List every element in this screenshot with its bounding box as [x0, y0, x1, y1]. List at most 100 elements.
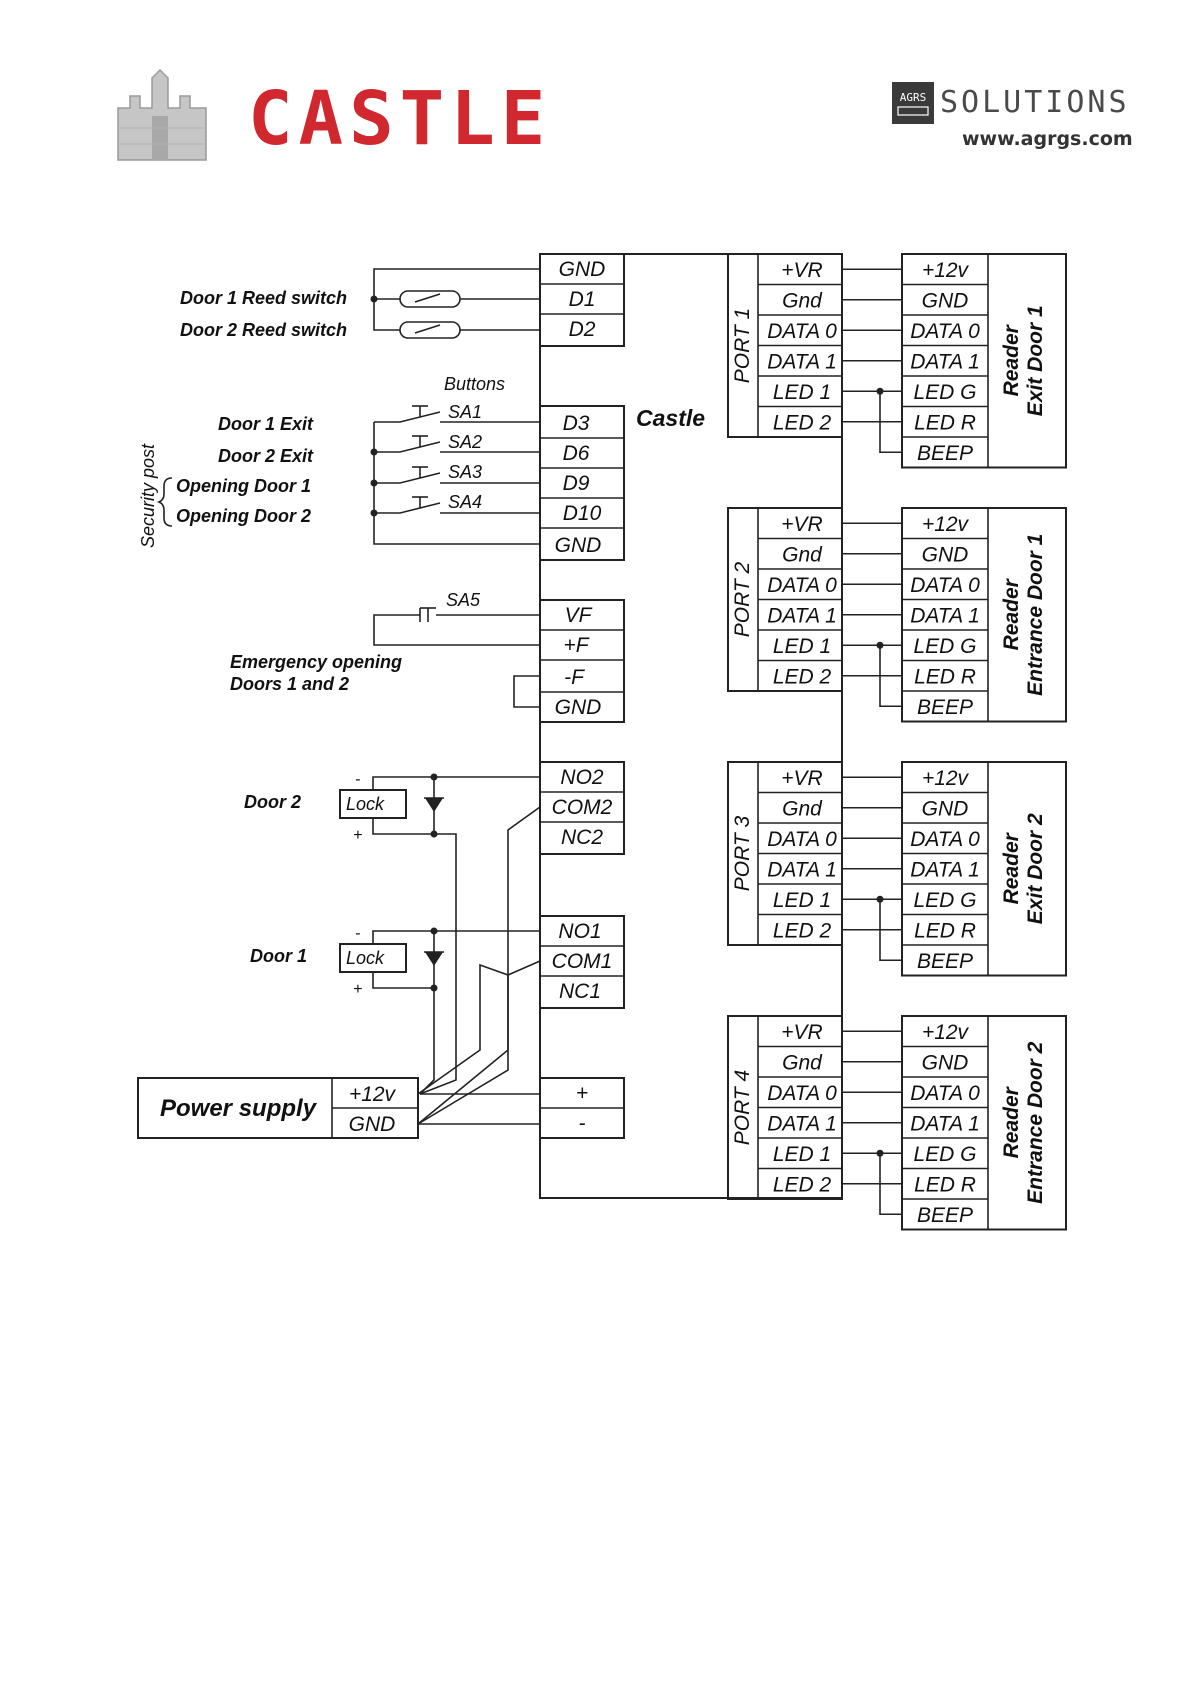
reader-1-block [901, 253, 1067, 469]
pin-gnd-low: GND [555, 696, 602, 719]
pin-gnd-top: GND [559, 258, 606, 281]
pin-vf: VF [565, 604, 593, 627]
reader-3-pin-0: +12v [922, 767, 970, 790]
lock-door2-minus: - [355, 771, 360, 788]
pin-com2: COM2 [552, 796, 613, 819]
diode-door1-icon [424, 931, 444, 988]
pin-no1: NO1 [558, 920, 601, 943]
port-3-pin-4: LED 1 [773, 889, 831, 912]
port-2-pin-0: +VR [781, 513, 822, 536]
port-2-name: PORT 2 [731, 561, 754, 637]
port-3-beep-wire [879, 899, 902, 962]
port-2-pin-3: DATA 1 [767, 605, 837, 628]
brand-title: CASTLE [248, 76, 552, 162]
reed-switches: Door 1 Reed switch Door 2 Reed switch [180, 268, 540, 340]
pin-gnd-mid: GND [555, 534, 602, 557]
reader-4-title: Reader [1000, 1085, 1023, 1158]
reader-1-pin-6: BEEP [917, 442, 973, 465]
buttons-label: Buttons [444, 374, 505, 394]
power-pin-gnd: GND [349, 1113, 396, 1136]
btn-door1-exit-label: Door 1 Exit [218, 414, 314, 434]
reader-2-pin-5: LED R [914, 666, 976, 689]
lock-door1-plus: + [353, 981, 362, 998]
lock-door2: Door 2 Lock - + [244, 771, 540, 844]
reader-3-pin-4: LED G [913, 889, 976, 912]
port-4-name: PORT 4 [731, 1070, 754, 1145]
port-3-pin-1: Gnd [782, 798, 823, 821]
sa1-switch-icon [374, 405, 540, 423]
reader-1-pin-5: LED R [914, 412, 976, 435]
power-supply: Power supply +12v GND [137, 1077, 419, 1139]
port-4-pin-5: LED 2 [773, 1174, 832, 1197]
pin-nc1: NC1 [559, 980, 601, 1003]
reader-4-pin-0: +12v [922, 1021, 970, 1044]
reader-3-door: Exit Door 2 [1024, 813, 1047, 924]
door1-reed-label: Door 1 Reed switch [180, 288, 347, 308]
reader-4-door: Entrance Door 2 [1024, 1041, 1047, 1204]
door2-reed-label: Door 2 Reed switch [180, 320, 347, 340]
lock-door2-door-label: Door 2 [244, 792, 301, 812]
btn-door2-exit-label: Door 2 Exit [218, 446, 314, 466]
sa5-label: SA5 [446, 590, 481, 610]
lock-door1-minus: - [355, 925, 360, 942]
port-1-block [727, 253, 843, 438]
lock-door2-label: Lock [346, 794, 385, 814]
pin-nc2: NC2 [561, 826, 603, 849]
reader-3-title: Reader [1000, 831, 1023, 904]
reader-4-pin-6: BEEP [917, 1204, 973, 1227]
reader-2-block [901, 507, 1067, 723]
port-1-pin-5: LED 2 [773, 412, 832, 435]
emergency-label-line1: Emergency opening [230, 652, 402, 672]
reader-1-pin-2: DATA 0 [910, 320, 980, 343]
lock-door1: Door 1 Lock - + [250, 925, 540, 998]
port-1-pin-0: +VR [781, 259, 822, 282]
sa4-switch-icon [374, 496, 540, 514]
port-2-pin-1: Gnd [782, 544, 823, 567]
power-pin-12v: +12v [349, 1083, 397, 1106]
port-4-pin-0: +VR [781, 1021, 822, 1044]
pin-com1: COM1 [552, 950, 613, 973]
reader-2-pin-3: DATA 1 [910, 605, 980, 628]
port-1-pin-4: LED 1 [773, 381, 831, 404]
reader-1-pin-4: LED G [913, 381, 976, 404]
pin-minus: - [579, 1112, 586, 1135]
port-4-pin-3: DATA 1 [767, 1113, 837, 1136]
port-3-block [727, 761, 843, 946]
port-1-beep-wire [879, 391, 902, 454]
port-4-block [727, 1015, 843, 1200]
pin-plus-f: +F [563, 634, 589, 657]
port-1-name: PORT 1 [731, 308, 754, 383]
website-link[interactable]: www.agrgs.com [962, 128, 1133, 150]
port-2-pin-5: LED 2 [773, 666, 832, 689]
btn-opening1-label: Opening Door 1 [176, 476, 311, 496]
pin-d9: D9 [563, 472, 590, 495]
reader-4-pin-1: GND [922, 1052, 969, 1075]
reader-3-block [901, 761, 1067, 977]
partner-badge-text: AGRS [900, 91, 927, 104]
port-3-pin-0: +VR [781, 767, 822, 790]
pin-d3: D3 [563, 412, 590, 435]
port-4-pin-1: Gnd [782, 1052, 823, 1075]
reader-3-pin-5: LED R [914, 920, 976, 943]
port-2-block [727, 507, 843, 692]
reader-1-pin-3: DATA 1 [910, 351, 980, 374]
castle-controller: Castle GND D1 D2 D3 D [539, 253, 843, 1199]
pin-d6: D6 [563, 442, 590, 465]
port-1-pin-2: DATA 0 [767, 320, 837, 343]
sa2-label: SA2 [448, 432, 482, 452]
agrs-badge-icon: AGRS [892, 82, 934, 124]
port-4-beep-wire [879, 1153, 902, 1216]
reader-2-door: Entrance Door 1 [1024, 534, 1047, 696]
sa3-label: SA3 [448, 462, 482, 482]
pin-plus: + [576, 1082, 588, 1105]
reader-2-title: Reader [1000, 577, 1023, 650]
port-3-pin-5: LED 2 [773, 920, 832, 943]
pin-d1: D1 [569, 288, 596, 311]
port-2-pin-4: LED 1 [773, 635, 831, 658]
reader-3-pin-1: GND [922, 798, 969, 821]
sa3-switch-icon [374, 466, 540, 484]
port-1-pin-1: Gnd [782, 290, 823, 313]
